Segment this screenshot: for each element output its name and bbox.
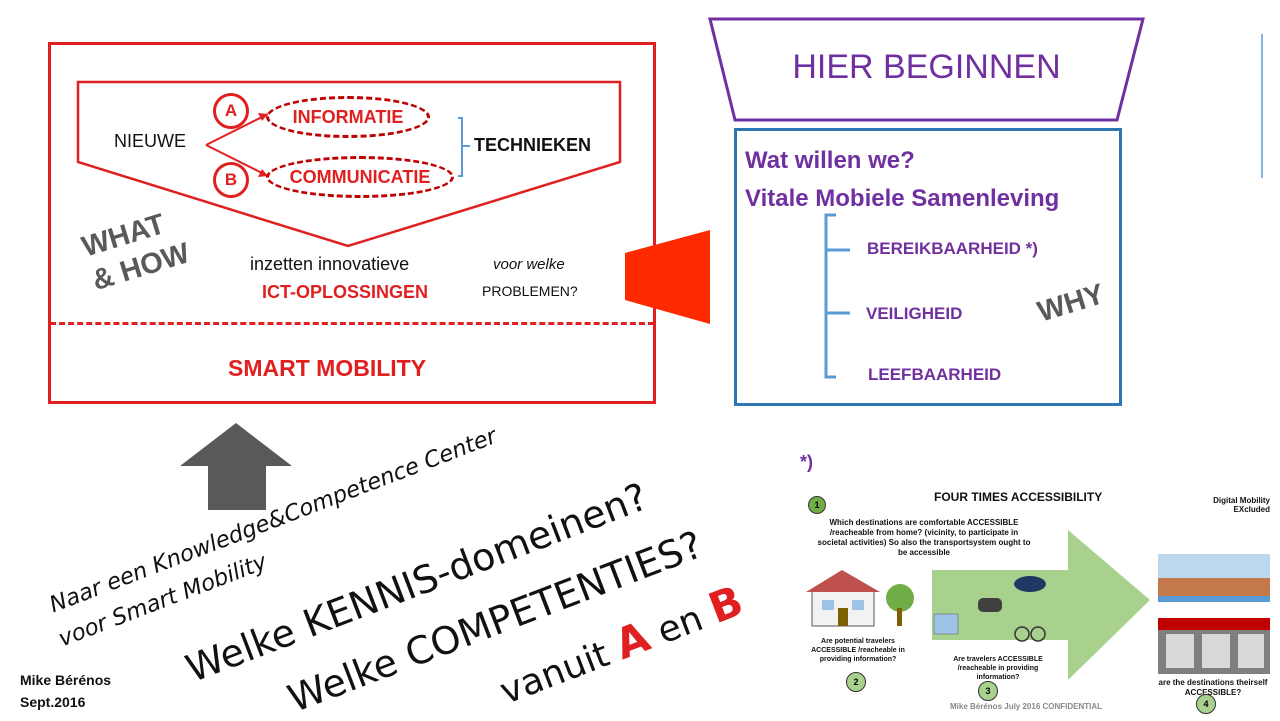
- up-arrow: [180, 423, 292, 510]
- arrowhead-informatie: [258, 113, 268, 121]
- step-3-badge: 3: [978, 681, 998, 701]
- digital-line1: Digital Mobility: [1213, 496, 1270, 505]
- step-4-badge: 4: [1196, 694, 1216, 714]
- bereikbaarheid-label: BEREIKBAARHEID *): [867, 239, 1038, 258]
- infographic-graphics: [806, 530, 1270, 680]
- vitale-label: Vitale Mobiele Samenleving: [745, 185, 1060, 212]
- informatie-label: INFORMATIE: [292, 106, 404, 127]
- why-panel: [734, 128, 1122, 406]
- inzetten-label: inzetten innovatieve: [250, 254, 410, 274]
- informatie-oval: INFORMATIE: [266, 96, 430, 138]
- step-1-text: Which destinations are comfortable ACCES…: [817, 518, 1031, 557]
- ict-oplossingen-label: ICT-OPLOSSINGEN: [262, 282, 429, 302]
- step-2-badge: 2: [846, 672, 866, 692]
- wat-willen-label: Wat willen we?: [745, 147, 915, 174]
- bus-stop-icon: [933, 613, 959, 635]
- arrow-to-communicatie: [205, 144, 269, 177]
- letter-b-circle: B: [213, 162, 249, 198]
- smart-mobility-label: SMART MOBILITY: [228, 355, 427, 381]
- letter-a-circle: A: [213, 93, 249, 129]
- infographic-footer: Mike Bérénos July 2016 CONFIDENTIAL: [950, 702, 1103, 711]
- house-roof: [806, 570, 880, 592]
- nieuwe-label: NIEUWE: [114, 131, 186, 151]
- train-icon: [1014, 576, 1046, 592]
- arrow-to-informatie: [205, 113, 269, 146]
- technieken-label: TECHNIEKEN: [474, 135, 592, 155]
- step-2-text: Are potential travelers ACCESSIBLE /reac…: [811, 638, 905, 663]
- arrowhead-communicatie: [258, 169, 268, 177]
- digital-mobility-label: Digital Mobility EXcluded: [1196, 496, 1270, 514]
- date-label: Sept.2016: [20, 694, 86, 710]
- voor-welke-label: voor welke: [493, 256, 565, 273]
- digital-line2: EXcluded: [1233, 505, 1270, 514]
- hier-beginnen-funnel: [708, 17, 1145, 122]
- step-4-text: are the destinations theirself ACCESSIBL…: [1158, 678, 1268, 697]
- communicatie-label: COMMUNICATIE: [289, 166, 431, 187]
- leefbaarheid-label: LEEFBAARHEID: [868, 365, 1002, 384]
- why-bracket: [824, 213, 850, 379]
- four-times-accessibility-infographic: FOUR TIMES ACCESSIBILITY Digital Mobilit…: [800, 480, 1276, 716]
- footnote-mark: *): [800, 452, 813, 472]
- communicatie-oval: COMMUNICATIE: [266, 156, 454, 198]
- panel-divider: [50, 322, 654, 325]
- connector-trapezoid: [625, 230, 710, 324]
- what-how-pentagon: [76, 80, 622, 248]
- problemen-label: PROBLEMEN?: [482, 283, 578, 299]
- technieken-bracket: [458, 117, 470, 177]
- smart-mobility-panel: [48, 42, 656, 404]
- car-icon: [978, 598, 1002, 612]
- big-green-arrow: [932, 530, 1150, 680]
- veiligheid-label: VEILIGHEID: [866, 304, 963, 323]
- hier-beginnen-label: HIER BEGINNEN: [792, 48, 1061, 86]
- tree-icon: [886, 584, 914, 612]
- step-3-text: Are travelers ACCESSIBLE /reacheable in …: [953, 656, 1043, 681]
- bicycle-icon: [1014, 626, 1030, 642]
- infographic-title: FOUR TIMES ACCESSIBILITY: [934, 490, 1103, 504]
- step-1-badge: 1: [808, 496, 826, 514]
- author-label: Mike Bérénos: [20, 672, 112, 688]
